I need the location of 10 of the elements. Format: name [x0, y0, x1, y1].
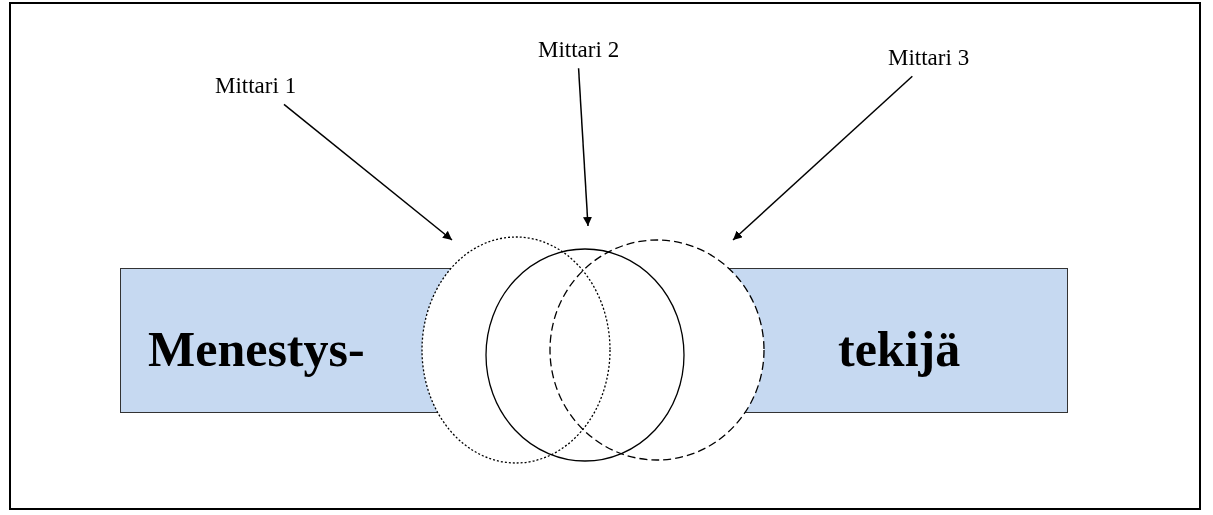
circle: [485, 248, 685, 462]
band: [120, 268, 1068, 413]
arrow: [283, 103, 453, 241]
meter-label: Mittari 3: [888, 45, 970, 71]
arrow: [577, 67, 592, 227]
arrow: [732, 75, 914, 241]
circle: [421, 236, 611, 464]
circle: [549, 239, 765, 461]
meter-label: Mittari 1: [215, 73, 297, 99]
meter-label: Mittari 2: [538, 37, 620, 63]
